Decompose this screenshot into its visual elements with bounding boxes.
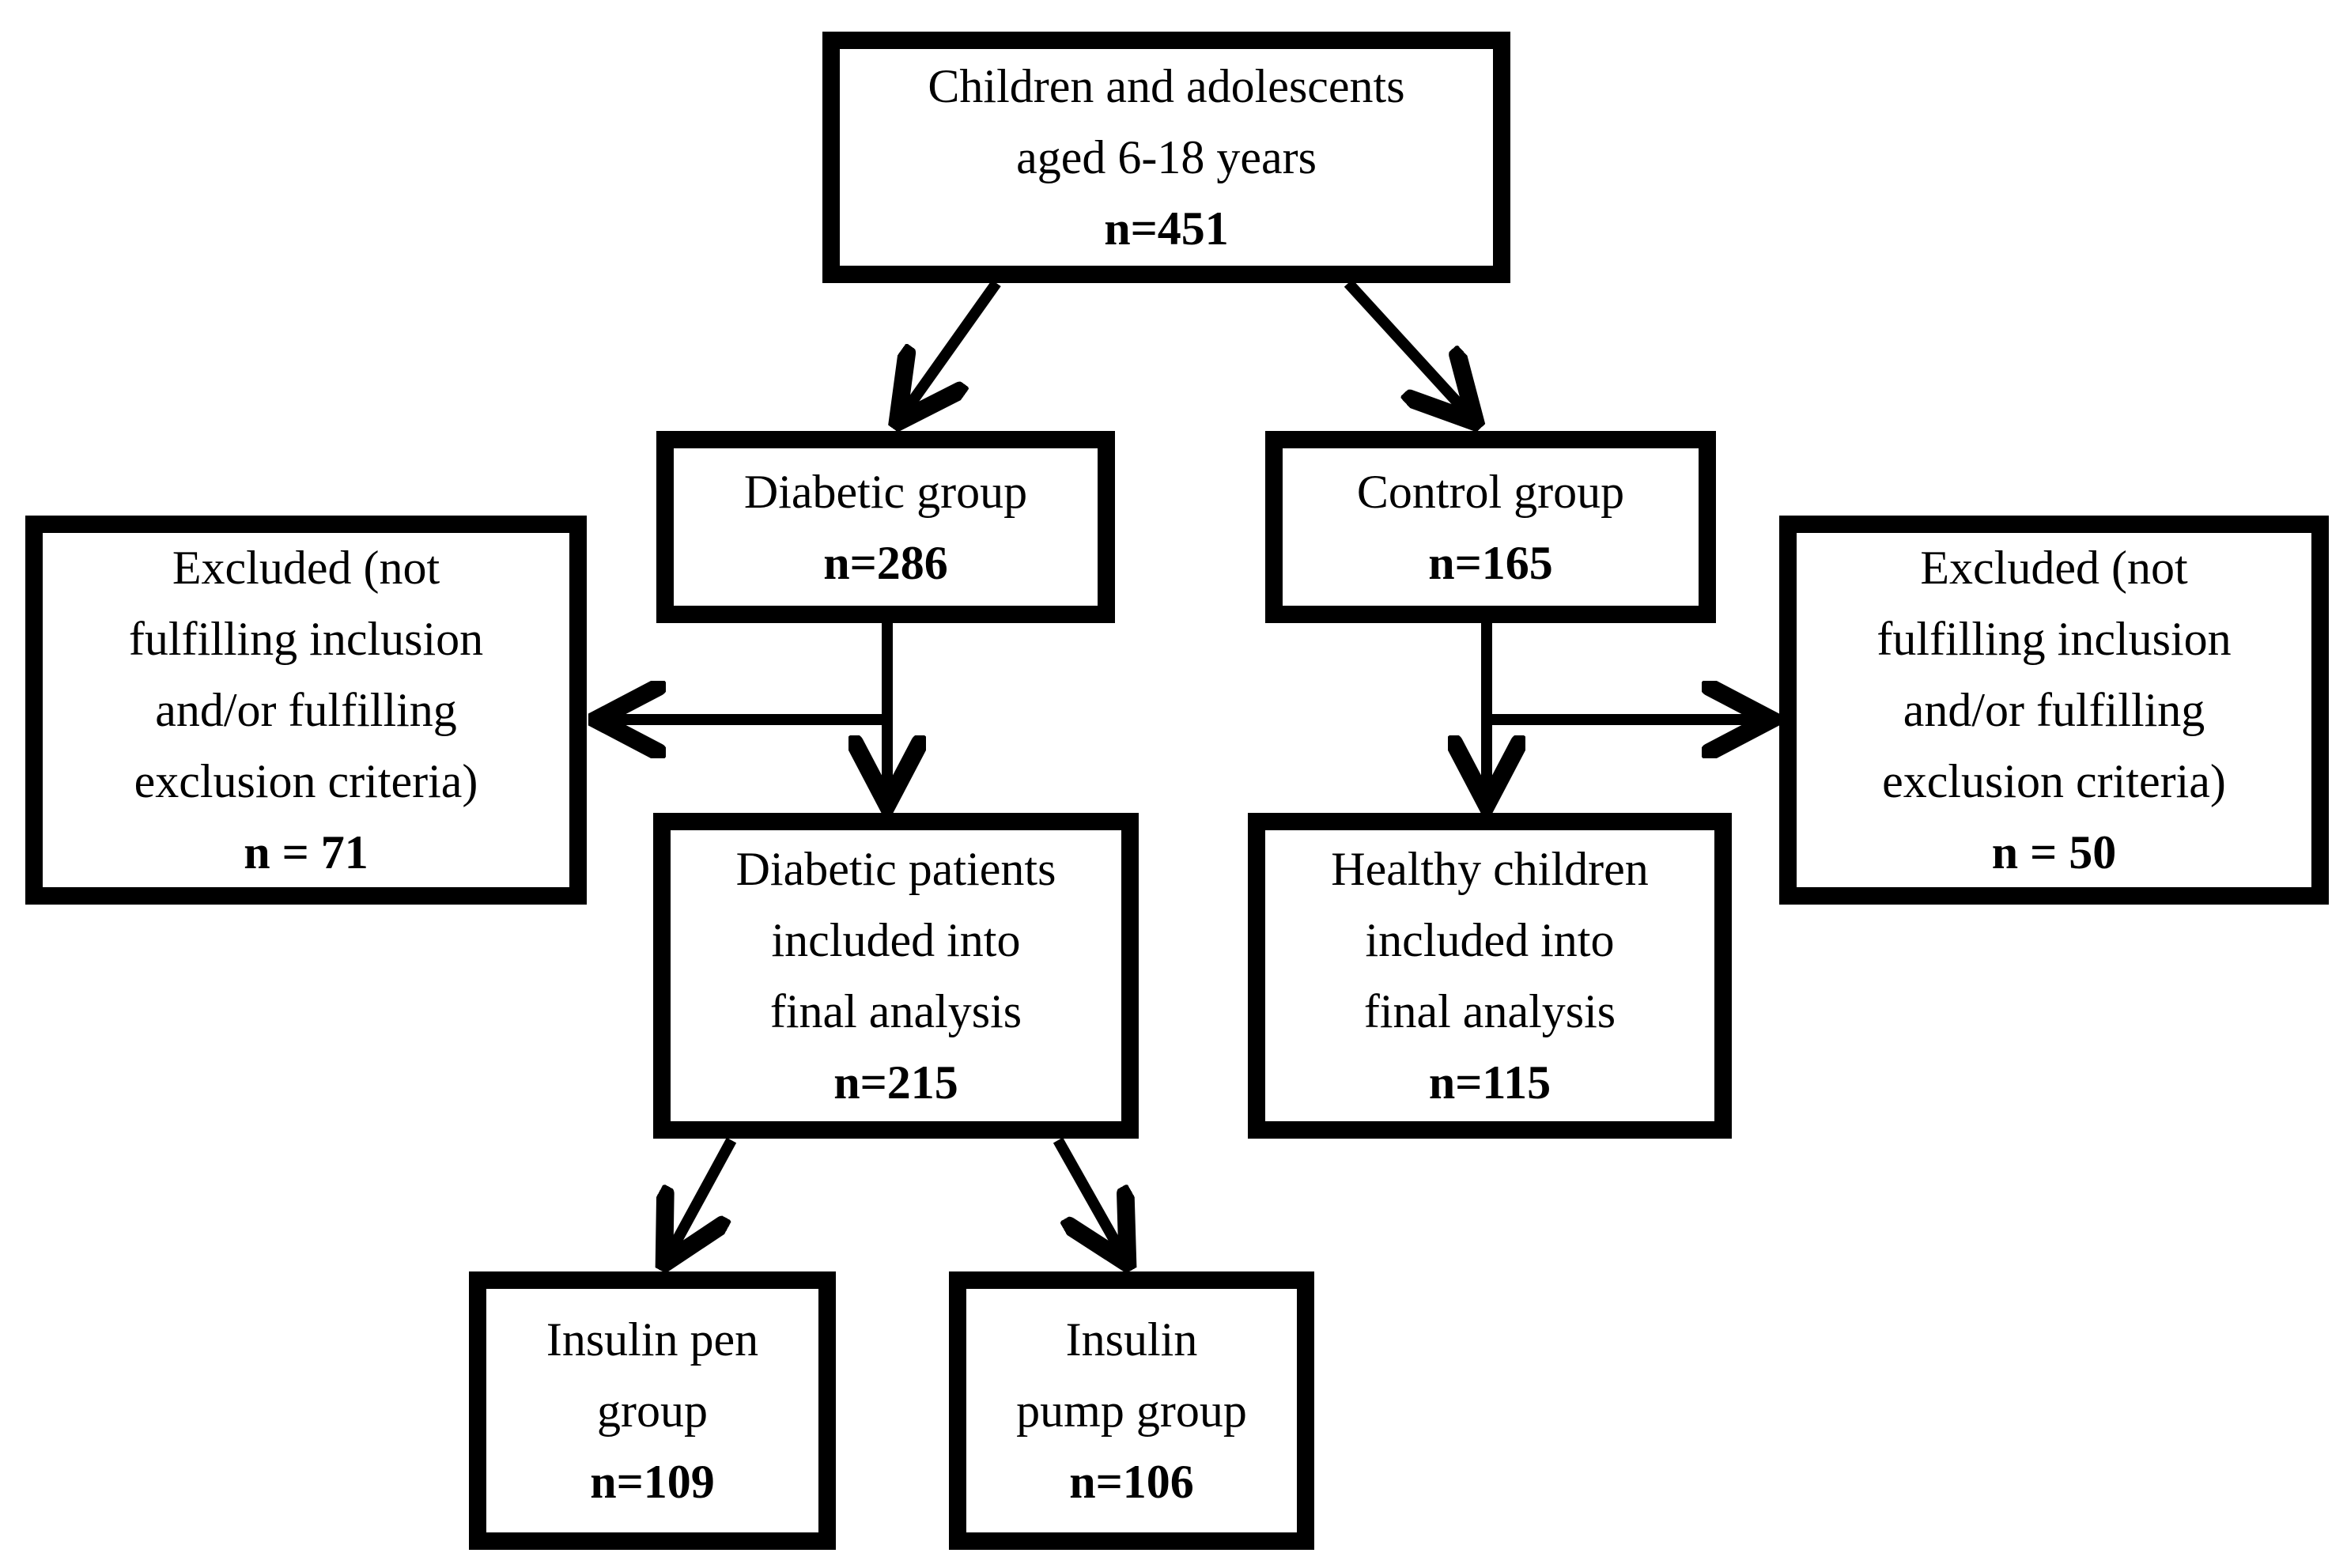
node-text: final analysis <box>1363 985 1616 1037</box>
node-insulin-pump-group: Insulin pump group n=106 <box>949 1271 1314 1550</box>
node-text: included into <box>1365 914 1615 966</box>
node-text: and/or fulfilling <box>155 684 457 736</box>
node-text: fulfilling inclusion <box>128 613 484 665</box>
node-count: n=109 <box>590 1456 715 1508</box>
node-text: Excluded (not <box>1920 542 2188 594</box>
node-text: included into <box>771 914 1021 966</box>
node-text: Healthy children <box>1331 843 1649 895</box>
edge-diabetic-final-pump-group <box>1053 1137 1128 1264</box>
node-text: Insulin <box>1065 1313 1198 1366</box>
node-count: n=215 <box>833 1056 958 1109</box>
node-text: Diabetic patients <box>735 843 1056 895</box>
node-text: Excluded (not <box>172 542 440 594</box>
node-control-group: Control group n=165 <box>1265 431 1716 623</box>
node-count: n=286 <box>823 536 948 589</box>
node-count: n=106 <box>1069 1456 1194 1508</box>
node-text: Diabetic group <box>743 465 1028 518</box>
edge-total-diabetic-group <box>898 279 1001 422</box>
node-excluded-control: Excluded (not fulfilling inclusion and/o… <box>1779 516 2329 905</box>
node-count: n=451 <box>1104 202 1229 255</box>
node-text: and/or fulfilling <box>1903 684 2205 736</box>
node-text: Children and adolescents <box>928 60 1405 112</box>
node-count: n=115 <box>1428 1056 1551 1109</box>
node-count: n=165 <box>1428 536 1553 589</box>
node-text: Control group <box>1356 465 1625 518</box>
node-text: final analysis <box>769 985 1022 1037</box>
node-text: Insulin pen <box>546 1313 759 1366</box>
node-text: group <box>597 1385 708 1437</box>
node-healthy-final-analysis: Healthy children included into final ana… <box>1248 813 1732 1139</box>
node-text: fulfilling inclusion <box>1876 613 2232 665</box>
node-insulin-pen-group: Insulin pen group n=109 <box>469 1271 836 1550</box>
node-text: pump group <box>1016 1385 1247 1437</box>
node-excluded-diabetic: Excluded (not fulfilling inclusion and/o… <box>25 516 587 905</box>
edge-diabetic-final-pen-group <box>664 1137 737 1264</box>
node-total-children: Children and adolescents aged 6-18 years… <box>822 32 1510 283</box>
node-text: exclusion criteria) <box>134 755 478 807</box>
edge-total-control-group <box>1344 279 1476 422</box>
node-text: aged 6-18 years <box>1016 131 1317 183</box>
node-diabetic-group: Diabetic group n=286 <box>656 431 1115 623</box>
node-count: n = 50 <box>1991 826 2117 878</box>
node-count: n = 71 <box>244 826 368 878</box>
node-text: exclusion criteria) <box>1882 755 2226 807</box>
node-diabetic-final-analysis: Diabetic patients included into final an… <box>653 813 1139 1139</box>
